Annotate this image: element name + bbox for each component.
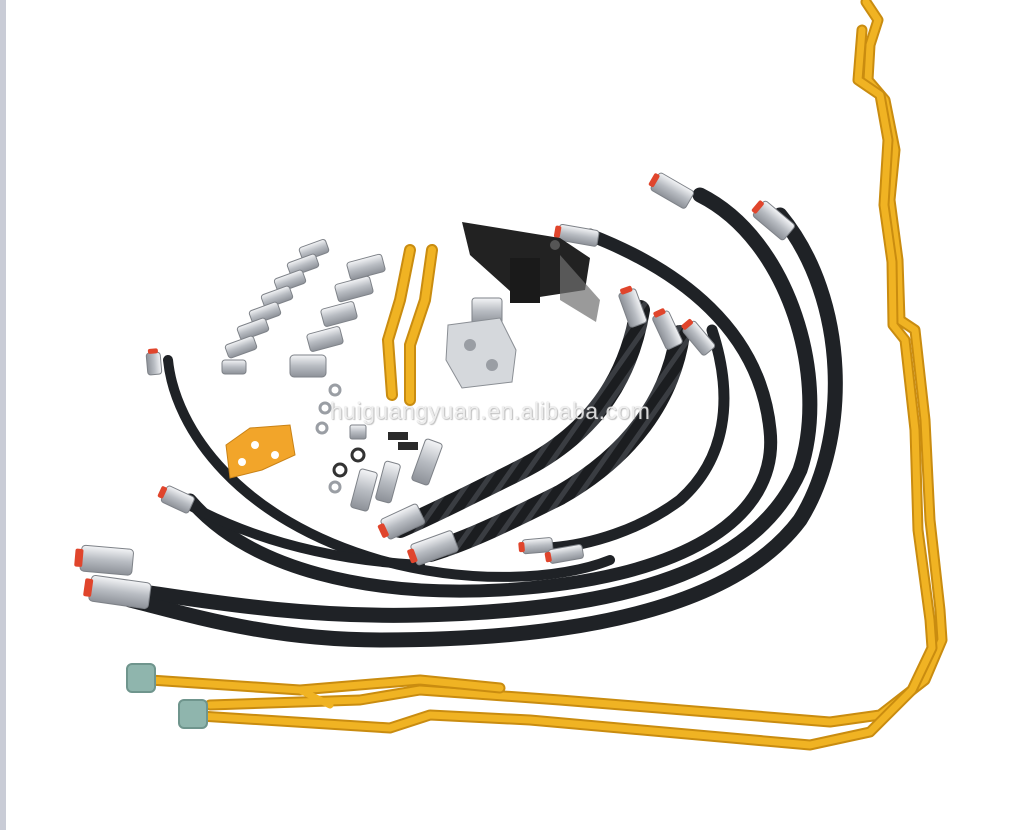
yellow-steel-pipes (144, 0, 948, 751)
pipe-end-caps (126, 663, 208, 729)
black-mounting-bracket (462, 222, 600, 322)
left-edge-strip (0, 0, 6, 830)
orange-clamp-plates (225, 424, 296, 479)
metal-fittings (221, 238, 386, 378)
bolts-and-washers (315, 383, 443, 512)
spiral-guard-hoses (390, 300, 690, 562)
short-yellow-pipes (381, 244, 438, 406)
black-hydraulic-hoses (122, 187, 843, 648)
hose-fittings (74, 172, 795, 610)
valve-block (445, 297, 517, 389)
